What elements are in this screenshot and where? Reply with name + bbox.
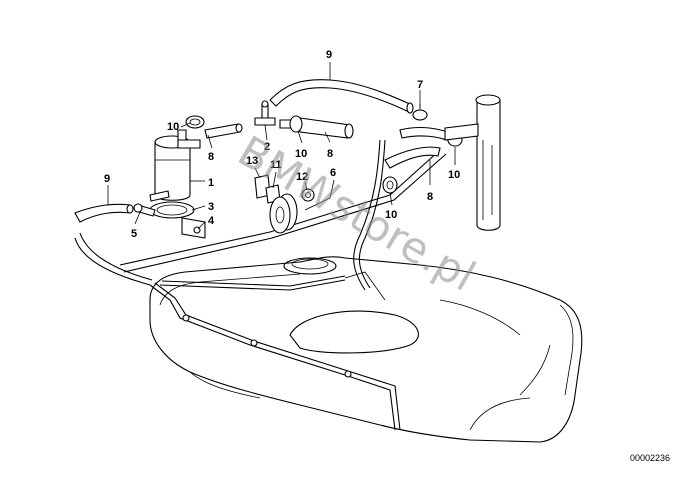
callout-12: 12 (296, 171, 308, 183)
hose-8-right (384, 126, 456, 169)
callout-3: 3 (208, 201, 214, 213)
callout-11: 11 (270, 159, 282, 171)
filler-neck-pipe (444, 94, 501, 231)
callout-5: 5 (131, 228, 137, 240)
hose-9-top (269, 79, 414, 114)
clip-12 (301, 188, 315, 202)
callout-6: 6 (330, 167, 336, 179)
hose-8-left (204, 123, 243, 139)
callout-13: 13 (246, 155, 258, 167)
callout-8-left: 8 (208, 151, 214, 163)
callout-7: 7 (417, 79, 423, 91)
clamp-10-left-top (185, 115, 205, 129)
callout-10-left-top: 10 (167, 121, 179, 133)
callout-10-lower: 10 (385, 209, 397, 221)
grommet-6 (269, 193, 298, 234)
clamp-7 (412, 104, 428, 121)
vent-line-frame (74, 139, 447, 291)
callout-9-left: 9 (104, 173, 110, 185)
hose-8-mid (299, 117, 354, 139)
callout-4: 4 (208, 215, 215, 227)
callout-10-right: 10 (448, 169, 460, 181)
leader-lines (107, 62, 456, 230)
clamp-10-lower (382, 176, 398, 194)
hose-9-left (74, 203, 134, 223)
carbon-canister-1 (154, 129, 201, 201)
callout-8-right: 8 (427, 191, 433, 203)
callout-9-top: 9 (326, 49, 332, 61)
bolt-5 (133, 203, 156, 217)
callout-10-mid: 10 (295, 148, 307, 160)
clamp-10-mid (289, 115, 303, 133)
reference-number: 00002236 (630, 453, 670, 463)
small-bolt-canister (149, 190, 170, 202)
tank-strap (149, 271, 401, 431)
callout-8-mid: 8 (327, 148, 333, 160)
callout-2: 2 (264, 141, 270, 153)
callout-1: 1 (208, 177, 214, 189)
fuel-tank (149, 256, 583, 443)
